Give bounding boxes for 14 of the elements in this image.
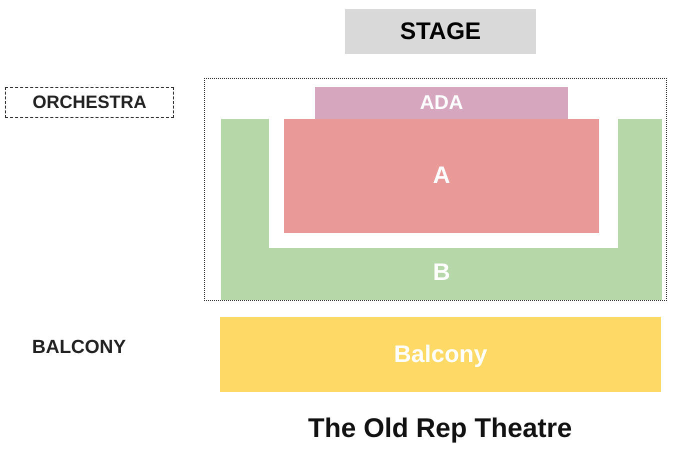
section-label: ORCHESTRA [32, 92, 146, 113]
section-label: Balcony [394, 340, 488, 368]
section-label: STAGE [400, 18, 481, 46]
seating-section [220, 317, 661, 392]
section-label: A [432, 162, 450, 190]
section-label: ADA [420, 92, 464, 114]
seating-section [315, 87, 568, 119]
seating-section [284, 119, 599, 233]
title: The Old Rep Theatre [306, 413, 574, 444]
section-label: B [432, 259, 450, 287]
orchestra-outline [204, 78, 667, 301]
stage-block [345, 9, 536, 54]
section-label-box [5, 87, 174, 118]
section-label: BALCONY [32, 337, 126, 359]
